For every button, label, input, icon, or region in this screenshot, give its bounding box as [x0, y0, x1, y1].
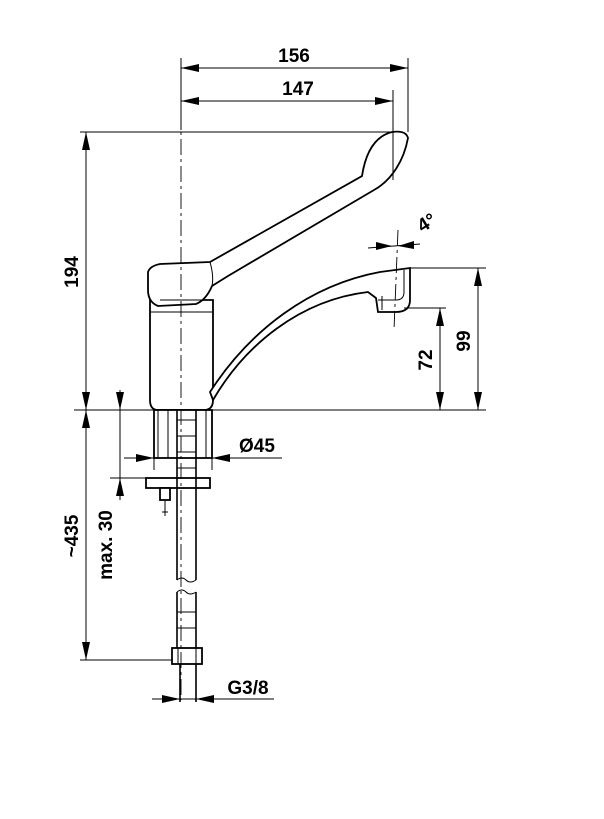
dim-height-total: 194 — [62, 256, 83, 288]
dimension-lines — [74, 58, 486, 703]
dim-thread: G3/8 — [227, 678, 268, 699]
dim-deck-thickness: max. 30 — [96, 510, 117, 580]
center-lines — [180, 58, 399, 700]
dim-spout-height-outer: 99 — [454, 330, 475, 351]
faucet-body — [147, 130, 411, 411]
dim-spout-height-inner: 72 — [416, 349, 437, 370]
mounting-parts — [145, 409, 213, 702]
dim-width-total: 156 — [278, 46, 310, 67]
dim-below-length: ~435 — [62, 514, 83, 557]
dim-spout-angle: 4° — [414, 210, 441, 237]
dim-body-diameter: Ø45 — [239, 436, 275, 457]
dim-width-spout: 147 — [282, 79, 314, 100]
